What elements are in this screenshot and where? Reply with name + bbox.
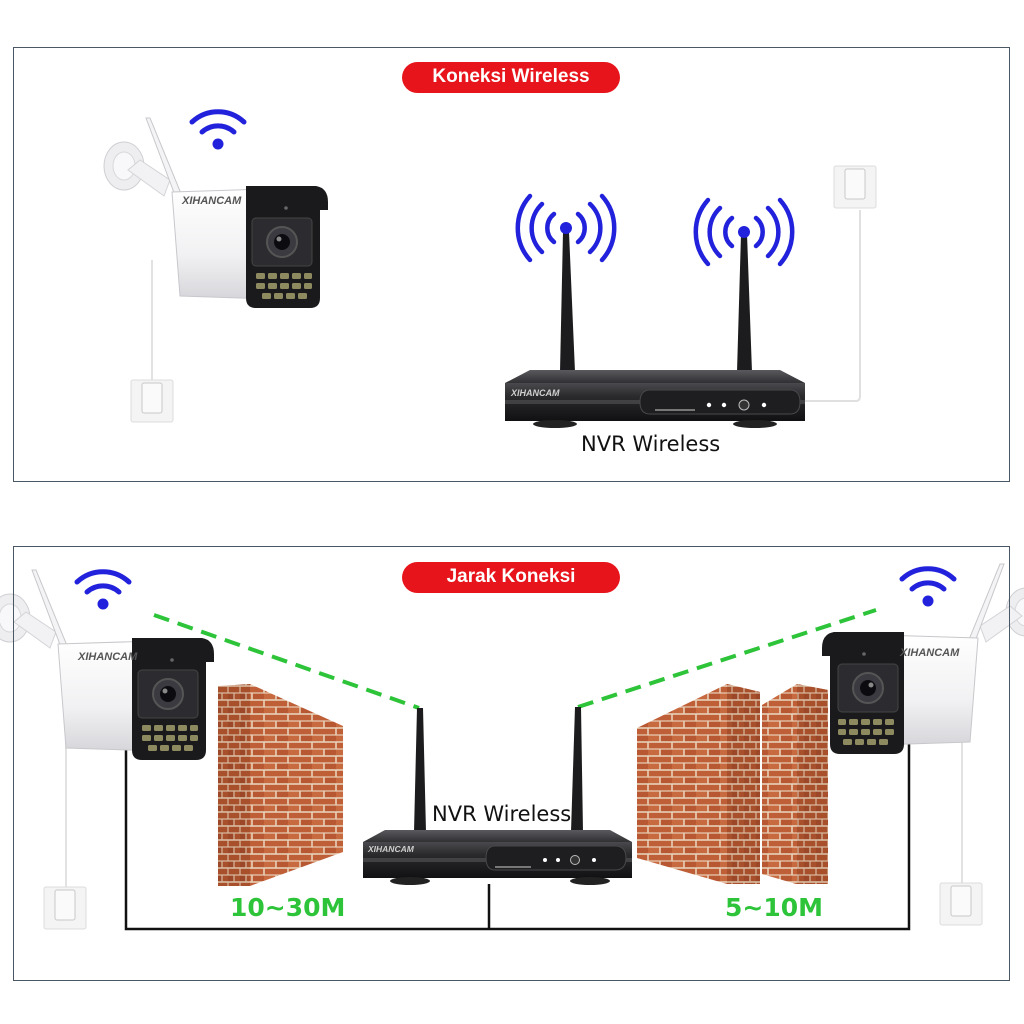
power-wiring <box>124 728 911 931</box>
nvr-antenna-left <box>560 232 575 372</box>
right-distance-label: 5~10M <box>725 893 824 922</box>
power-outlet-icon <box>130 379 174 423</box>
nvr-icon <box>363 830 632 885</box>
wifi-icon <box>192 112 244 150</box>
power-outlet-icon <box>833 165 877 209</box>
nvr-icon <box>505 370 805 428</box>
double-brick-wall-icon <box>637 684 828 884</box>
nvr-label: NVR Wireless <box>581 432 721 456</box>
nvr-brand: XIHANCAM <box>367 844 415 854</box>
connection-range-title: Jarak Koneksi <box>402 562 620 593</box>
brick-wall-icon <box>218 684 343 886</box>
signal-path-left <box>153 613 420 710</box>
camera-brand: XIHANCAM <box>181 195 242 207</box>
nvr-antenna-right <box>737 234 752 372</box>
wireless-connection-title: Koneksi Wireless <box>402 62 620 93</box>
connection-range-panel <box>13 546 1010 981</box>
signal-path-right <box>577 608 877 709</box>
left-camera-brand: XIHANCAM <box>77 651 138 663</box>
nvr-power-cable <box>800 210 861 402</box>
left-distance-label: 10~30M <box>230 893 346 922</box>
nvr-brand: XIHANCAM <box>510 388 560 398</box>
nvr-label: NVR Wireless <box>432 802 572 826</box>
right-camera-brand: XIHANCAM <box>899 647 960 659</box>
nvr-antenna-left <box>414 708 426 832</box>
nvr-antenna-right <box>571 707 583 832</box>
